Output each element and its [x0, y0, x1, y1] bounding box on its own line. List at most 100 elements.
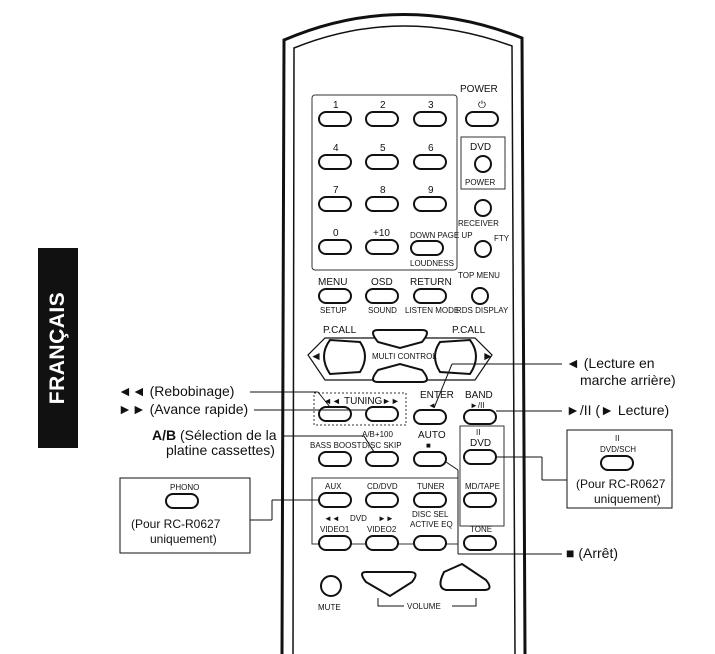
down-page-button[interactable] [410, 240, 444, 256]
multi-control-up-button[interactable] [372, 329, 428, 350]
digit-5-label: 5 [380, 143, 386, 154]
dvd-button[interactable] [463, 449, 497, 465]
setup-label: SETUP [320, 306, 347, 315]
dvd-power-top-label: DVD [470, 142, 491, 153]
fty-button[interactable] [474, 240, 492, 258]
skip-forward-icon: ► [482, 349, 494, 363]
tuning-down-button[interactable] [318, 406, 352, 422]
digit-6-button[interactable] [413, 154, 447, 170]
tuning-up-icon: ►► [382, 396, 400, 406]
osd-button[interactable] [365, 288, 399, 304]
digit-plus10-button[interactable] [365, 239, 399, 255]
rds-display-label: RDS DISPLAY [456, 306, 509, 315]
disc-skip-button[interactable] [365, 451, 399, 467]
digit-7-label: 7 [333, 185, 339, 196]
digit-8-button[interactable] [365, 196, 399, 212]
cd-dvd-label: CD/DVD [367, 482, 398, 491]
multi-control-right-button[interactable] [434, 338, 477, 376]
auto-label: AUTO [418, 430, 446, 441]
menu-button[interactable] [318, 288, 352, 304]
dvd-power-frame [460, 136, 506, 190]
tuner-button[interactable] [413, 492, 447, 508]
phono-button[interactable] [165, 493, 199, 509]
language-tab: FRANÇAIS [38, 248, 78, 448]
fty-label: FTY [494, 234, 510, 243]
dvdsch-button[interactable] [600, 455, 634, 471]
tuner-label: TUNER [417, 482, 445, 491]
dvd-nav-label: DVD [350, 514, 367, 523]
reverse-leader-drop [433, 363, 453, 409]
loudness-label: LOUDNESS [410, 259, 454, 268]
dvd-next-icon: ►► [378, 514, 394, 523]
enter-reverse-icon: ◄ [428, 401, 436, 410]
md-tape-button[interactable] [463, 492, 497, 508]
digit-6-label: 6 [428, 143, 434, 154]
digit-2-button[interactable] [365, 111, 399, 127]
aux-button[interactable] [318, 492, 352, 508]
digit-5-button[interactable] [365, 154, 399, 170]
remote-inner-outline [292, 25, 516, 654]
dvdsch-note-line2: uniquement) [594, 492, 661, 506]
listen-mode-label: LISTEN MODE [405, 306, 459, 315]
return-button[interactable] [413, 288, 447, 304]
cd-dvd-button[interactable] [365, 492, 399, 508]
tone-button[interactable] [463, 535, 497, 551]
tuning-frame [313, 392, 407, 426]
digit-1-button[interactable] [318, 111, 352, 127]
top-menu-button[interactable] [471, 287, 489, 305]
top-menu-label: TOP MENU [458, 271, 500, 280]
tuning-up-button[interactable] [365, 406, 399, 422]
ab-callout-bold: A/B [152, 427, 176, 443]
band-button[interactable] [463, 409, 497, 425]
band-play-icon: ►/II [470, 401, 485, 410]
power-label: POWER [460, 84, 498, 95]
digit-0-button[interactable] [318, 239, 352, 255]
ab-callout-rest: (Sélection de la [176, 427, 277, 443]
power-button[interactable] [465, 111, 499, 127]
disc-sel-label: DISC SEL [412, 510, 449, 519]
volume-label: VOLUME [407, 602, 441, 611]
ff-callout: ►► (Avance rapide) [118, 401, 248, 417]
video1-button[interactable] [318, 535, 352, 551]
multi-control-left-button[interactable] [323, 338, 366, 376]
band-label: BAND [465, 390, 493, 401]
tone-label: TONE [470, 525, 492, 534]
digit-9-label: 9 [428, 185, 434, 196]
power-icon: ⏻ [478, 100, 486, 111]
volume-down-button[interactable] [361, 571, 417, 598]
phono-inset-label: PHONO [170, 483, 199, 492]
dvdsch-pause-icon: II [615, 434, 619, 443]
stop-callout: ■ (Arrêt) [566, 545, 618, 561]
dvd-pause-icon: II [476, 428, 480, 437]
digit-3-button[interactable] [413, 111, 447, 127]
ab-leader-drop [363, 435, 375, 453]
bass-boost-button[interactable] [318, 451, 352, 467]
digit-4-button[interactable] [318, 154, 352, 170]
digit-7-button[interactable] [318, 196, 352, 212]
phono-inset-frame [119, 477, 251, 554]
mute-button[interactable] [320, 575, 342, 597]
rewind-callout: ◄◄ (Rebobinage) [118, 383, 234, 399]
ab-callout-line2: platine cassettes) [166, 442, 275, 458]
digit-0-label: 0 [333, 228, 339, 239]
enter-label: ENTER [420, 390, 454, 401]
dvd-power-button[interactable] [474, 155, 492, 173]
disc-skip-label: DISC SKIP [362, 441, 402, 450]
phono-note-line2: uniquement) [150, 532, 217, 546]
digit-9-button[interactable] [413, 196, 447, 212]
enter-button[interactable] [413, 409, 447, 425]
active-eq-label: ACTIVE EQ [410, 520, 453, 529]
receiver-button[interactable] [474, 199, 492, 217]
tuning-down-icon: ◄◄ [323, 396, 341, 406]
aux-label: AUX [325, 482, 342, 491]
return-label: RETURN [410, 277, 452, 288]
video2-button[interactable] [365, 535, 399, 551]
active-eq-button[interactable] [413, 535, 447, 551]
multi-control-down-button[interactable] [372, 362, 428, 383]
digit-8-label: 8 [380, 185, 386, 196]
digit-4-label: 4 [333, 143, 339, 154]
volume-up-button[interactable] [439, 562, 491, 591]
auto-button[interactable] [413, 451, 447, 467]
auto-stop-icon: ■ [426, 441, 431, 450]
dvd-frame [459, 425, 505, 527]
